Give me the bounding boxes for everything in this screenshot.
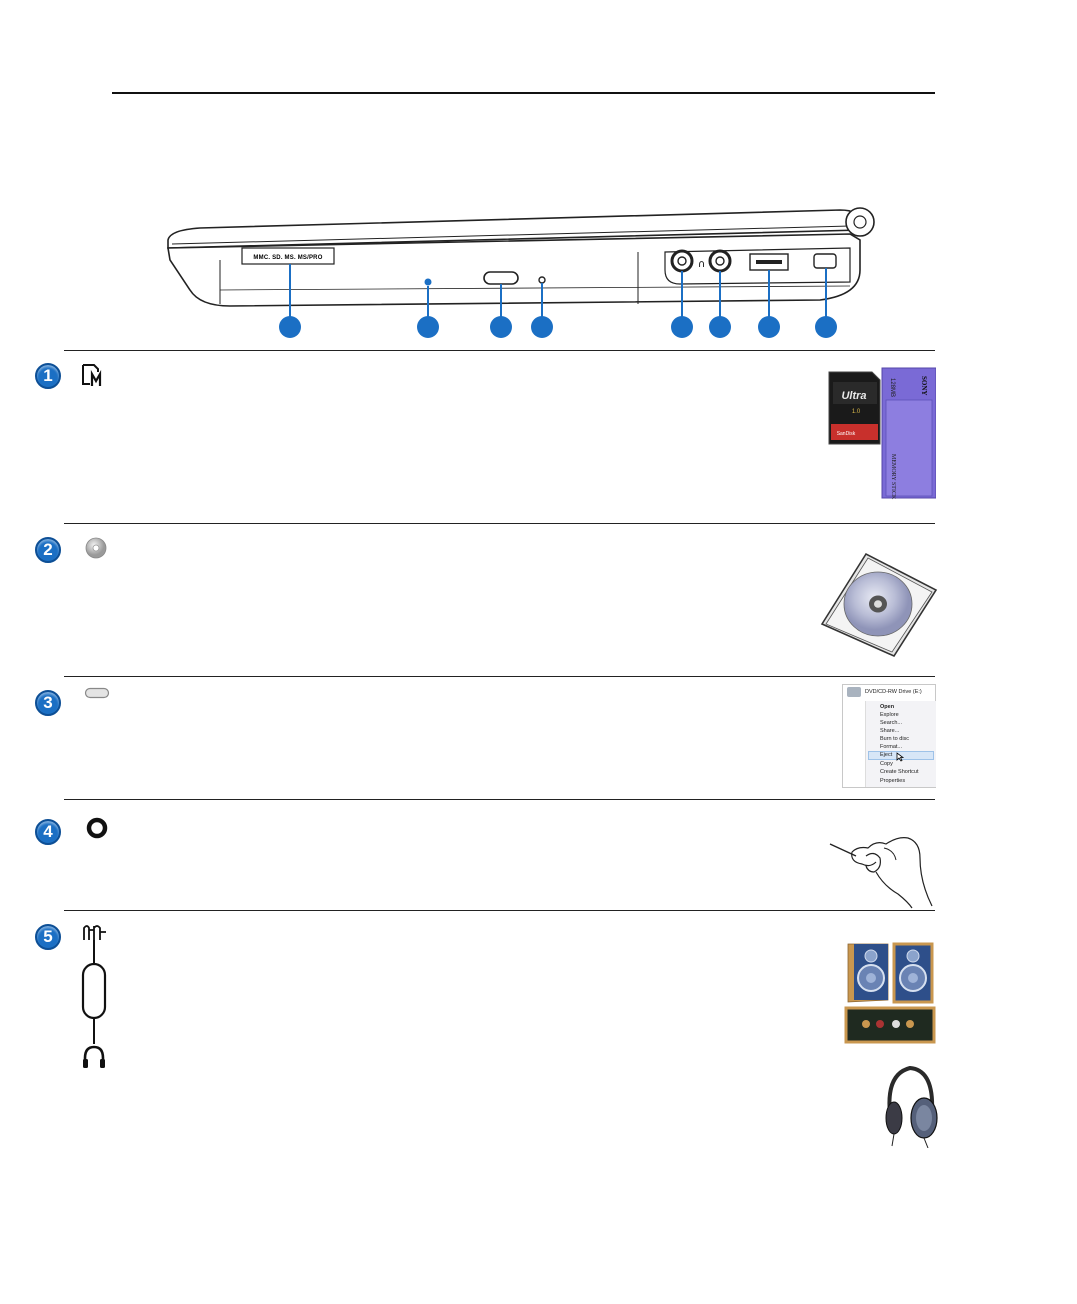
section-divider [64,350,935,351]
sd-card-sub: 1.0 [852,409,861,415]
menu-item[interactable]: Create Shortcut [880,769,919,775]
hand-with-pin-illustration [829,837,933,909]
menu-item[interactable]: Burn to disc [880,736,910,742]
menu-item[interactable]: Properties [880,778,906,784]
eject-button-icon [84,687,110,699]
section-number-badge: 2 [35,537,61,563]
sd-card-maker: SanDisk [837,431,856,437]
section-number-badge: 1 [35,363,61,389]
memory-stick-label: MEMORY STICK [890,454,896,500]
section-number-badge: 4 [35,819,61,845]
audio-jack-icon [81,925,107,1068]
menu-item[interactable]: Search... [880,720,903,726]
headphones-photo [885,1065,938,1148]
speakers-photo [844,942,936,1044]
menu-item[interactable]: Open [880,704,895,710]
menu-item[interactable]: Copy [880,761,893,767]
svg-text:∩: ∩ [698,259,705,270]
section-divider [64,799,935,800]
top-rule [112,92,935,94]
memory-stick-size: 128MB [889,378,895,397]
section-divider [64,676,935,677]
laptop-side-illustration: MMC. SD. MS. MS/PRO ∩ [167,207,875,338]
menu-item[interactable]: Explore [880,712,899,718]
eject-context-menu-screenshot: DVD/CD-RW Drive (E:) Open Explore Search… [842,684,936,788]
memory-cards-photo: Ultra 1.0 SanDisk SONY 128MB MEMORY STIC… [828,367,936,500]
emergency-eject-icon [86,817,108,839]
drive-icon [847,687,861,697]
menu-body: Open Explore Search... Share... Burn to … [865,701,936,787]
mouse-cursor-icon [896,752,904,762]
card-slot-label: MMC. SD. MS. MS/PRO [253,255,322,261]
memory-card-icon [82,364,102,386]
menu-title: DVD/CD-RW Drive (E:) [865,689,922,695]
menu-item-eject[interactable]: Eject [880,752,893,758]
menu-item[interactable]: Share... [880,728,900,734]
section-divider [64,910,935,911]
section-number-badge: 3 [35,690,61,716]
menu-item[interactable]: Format... [880,744,903,750]
cd-jewel-case-photo [820,552,938,658]
section-number-badge: 5 [35,924,61,950]
sd-card-brand: Ultra [841,390,866,402]
section-divider [64,523,935,524]
optical-disc-icon [85,537,107,559]
memory-stick-brand: SONY [920,376,928,395]
